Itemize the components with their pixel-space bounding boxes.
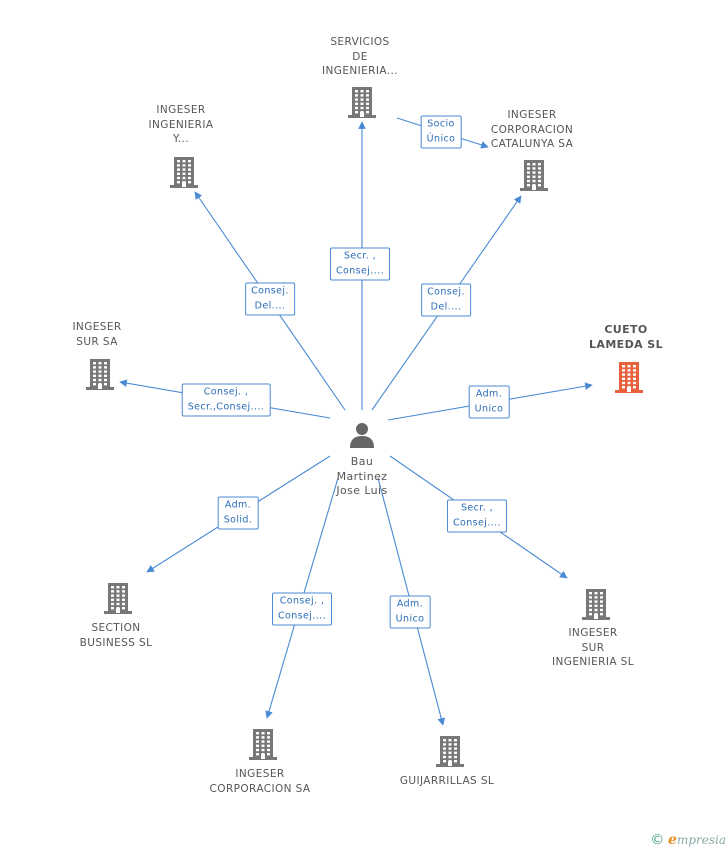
building-icon: [348, 87, 376, 118]
building-icon: [615, 362, 643, 393]
relation-label-socio[interactable]: Socio Único: [420, 115, 462, 149]
company-label-sur_sa[interactable]: INGESER SUR SA: [72, 321, 122, 348]
building-icon: [582, 589, 610, 620]
company-label-corporacion[interactable]: INGESER CORPORACION SA: [209, 768, 311, 795]
relation-label-section[interactable]: Adm. Solid.: [217, 496, 259, 530]
company-label-section[interactable]: SECTION BUSINESS SL: [79, 622, 153, 649]
company-node-catalunya[interactable]: [518, 158, 550, 196]
company-label-catalunya[interactable]: INGESER CORPORACION CATALUNYA SA: [490, 109, 574, 150]
company-label-sur_ing[interactable]: INGESER SUR INGENIERIA SL: [552, 627, 634, 668]
company-node-servicios[interactable]: [346, 85, 378, 123]
building-icon: [436, 736, 464, 767]
building-icon: [249, 729, 277, 760]
building-icon: [520, 160, 548, 191]
person-icon: [350, 423, 374, 448]
company-node-sur_sa[interactable]: [84, 357, 116, 395]
company-node-cueto[interactable]: [613, 360, 645, 398]
company-label-guijarrillas[interactable]: GUIJARRILLAS SL: [399, 775, 495, 787]
company-node-section[interactable]: [102, 581, 134, 619]
relation-label-sur_ing[interactable]: Secr. , Consej....: [447, 499, 507, 533]
company-node-ingenieria_y[interactable]: [168, 155, 200, 193]
company-node-corporacion[interactable]: [247, 727, 279, 765]
person-label[interactable]: Bau Martinez Jose Luis: [336, 455, 388, 497]
relation-label-corporacion[interactable]: Consej. , Consej....: [272, 592, 332, 626]
relation-label-guijarrillas[interactable]: Adm. Unico: [389, 595, 431, 629]
brand-initial: e: [668, 832, 677, 848]
company-label-ingenieria_y[interactable]: INGESER INGENIERIA Y...: [148, 104, 214, 145]
relation-label-ingenieria_y[interactable]: Consej. Del....: [245, 282, 295, 316]
company-label-servicios[interactable]: SERVICIOS DE INGENIERIA...: [322, 36, 398, 77]
company-label-cueto[interactable]: CUETO LAMEDA SL: [589, 323, 663, 351]
building-icon: [104, 583, 132, 614]
copyright-symbol: ©: [650, 832, 665, 848]
relation-label-servicios[interactable]: Secr. , Consej....: [330, 247, 390, 281]
company-node-sur_ing[interactable]: [580, 587, 612, 625]
person-node[interactable]: [348, 421, 376, 453]
company-node-guijarrillas[interactable]: [434, 734, 466, 772]
brand-name: mpresia: [676, 833, 726, 847]
relation-label-sur_sa[interactable]: Consej. , Secr.,Consej....: [181, 383, 271, 417]
building-icon: [86, 359, 114, 390]
footer-brand[interactable]: © empresia: [650, 832, 726, 848]
relation-label-cueto[interactable]: Adm. Unico: [468, 385, 510, 419]
building-icon: [170, 157, 198, 188]
relation-label-catalunya[interactable]: Consej. Del....: [421, 283, 471, 317]
